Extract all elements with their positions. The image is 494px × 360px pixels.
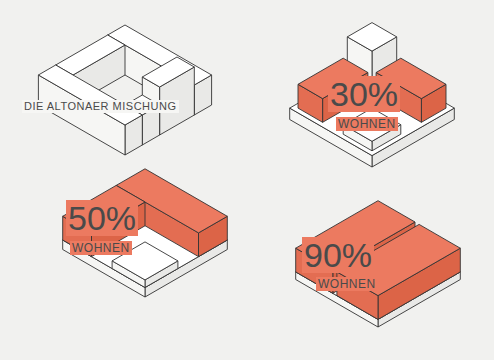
block-figure xyxy=(290,23,455,167)
figure-caption: DIE ALTONAER MISCHUNG xyxy=(22,100,179,113)
usage-label: WOHNEN xyxy=(70,241,132,255)
block-figure xyxy=(38,25,211,155)
top-face xyxy=(347,23,396,51)
top-face xyxy=(38,65,142,125)
percentage-number: 30% xyxy=(328,76,400,112)
usage-label: WOHNEN xyxy=(316,277,378,291)
top-face xyxy=(56,35,125,75)
usage-label: WOHNEN xyxy=(336,117,398,131)
block-figure xyxy=(296,201,461,327)
percentage-number: 90% xyxy=(302,237,374,273)
block-figure xyxy=(63,169,228,297)
top-face xyxy=(142,57,194,87)
front-face xyxy=(296,272,378,327)
percentage-number: 50% xyxy=(66,200,138,236)
